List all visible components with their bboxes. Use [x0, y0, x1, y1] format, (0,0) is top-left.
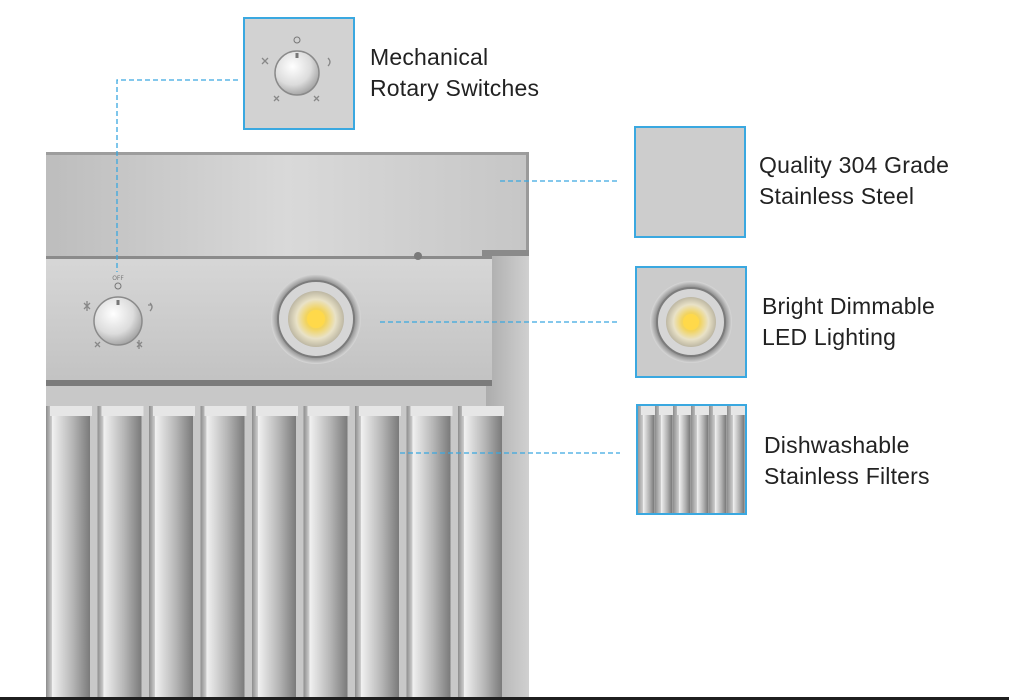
baffle-slat [661, 405, 672, 514]
baffle-gap [149, 406, 155, 700]
baffle-slat-cap [153, 406, 195, 416]
callout-line-2: LED Lighting [762, 324, 897, 350]
baffle-slat-cap [101, 406, 144, 416]
baffle-slat [206, 406, 245, 700]
baffle-slat-cap [256, 406, 298, 416]
callout-line-1: Quality 304 Grade [759, 152, 950, 178]
baffle-slat-cap [204, 406, 247, 416]
baffle-gap [303, 406, 310, 700]
baffle-slat [679, 405, 690, 514]
callout-line-1: Bright Dimmable [762, 293, 935, 319]
baffle-slat [643, 405, 654, 514]
rotary-knob-icon: OFF [83, 275, 153, 349]
baffle-slat [309, 406, 348, 700]
thumbnail-rotary-switches [243, 17, 355, 130]
baffle-slat-cap [359, 406, 401, 416]
baffle-slat-cap [50, 406, 92, 416]
callout-line-1: Mechanical [370, 44, 489, 70]
callout-line-2: Stainless Steel [759, 183, 915, 209]
baffle-gap [355, 406, 361, 700]
callout-stainless-steel: Quality 304 Grade Stainless Steel [759, 150, 949, 212]
led-light-icon [271, 274, 361, 364]
baffle-slat-cap [695, 405, 710, 415]
callout-led-lighting: Bright Dimmable LED Lighting [762, 291, 935, 353]
baffle-filters [46, 406, 504, 700]
baffle-slat-cap [713, 405, 728, 415]
knob-off-label: OFF [112, 275, 124, 282]
baffle-slat [361, 406, 399, 700]
bottom-rule [0, 697, 1009, 700]
baffle-slat [697, 405, 708, 514]
baffle-slat-cap [641, 405, 656, 415]
baffle-slat [412, 406, 451, 700]
callout-line-2: Stainless Filters [764, 463, 930, 489]
baffle-slat-cap [731, 405, 746, 415]
baffle-gap [655, 405, 661, 514]
callout-line-1: Dishwashable [764, 432, 910, 458]
baffle-gap [673, 405, 679, 514]
baffle-slat-cap [677, 405, 692, 415]
baffle-gap [46, 406, 52, 700]
baffle-slat [103, 406, 142, 700]
baffle-slat [733, 405, 744, 514]
filter-baffle-icon [637, 405, 746, 514]
baffle-slat-cap [659, 405, 674, 415]
thumbnail-led-lighting [635, 266, 747, 378]
baffle-slat [258, 406, 296, 700]
callout-mechanical-rotary-switches: Mechanical Rotary Switches [370, 42, 539, 104]
callout-filters: Dishwashable Stainless Filters [764, 430, 930, 492]
baffle-slat [715, 405, 726, 514]
baffle-gap [458, 406, 464, 700]
baffle-gap [252, 406, 258, 700]
baffle-gap [97, 406, 104, 700]
baffle-slat [155, 406, 193, 700]
baffle-gap [200, 406, 207, 700]
callout-line-2: Rotary Switches [370, 75, 540, 101]
thumbnail-stainless-steel [634, 126, 746, 238]
callout-lines [116, 79, 620, 454]
fan-speed-icon [83, 301, 153, 349]
baffle-gap [727, 405, 733, 514]
baffle-slat-cap [307, 406, 350, 416]
baffle-slat-cap [410, 406, 453, 416]
baffle-gap [691, 405, 697, 514]
baffle-gap [406, 406, 413, 700]
baffle-slat-cap [462, 406, 504, 416]
baffle-slat [52, 406, 90, 700]
baffle-slat [464, 406, 502, 700]
thumbnail-filters [636, 404, 747, 515]
baffle-gap [709, 405, 715, 514]
baffle-gap [637, 405, 643, 514]
